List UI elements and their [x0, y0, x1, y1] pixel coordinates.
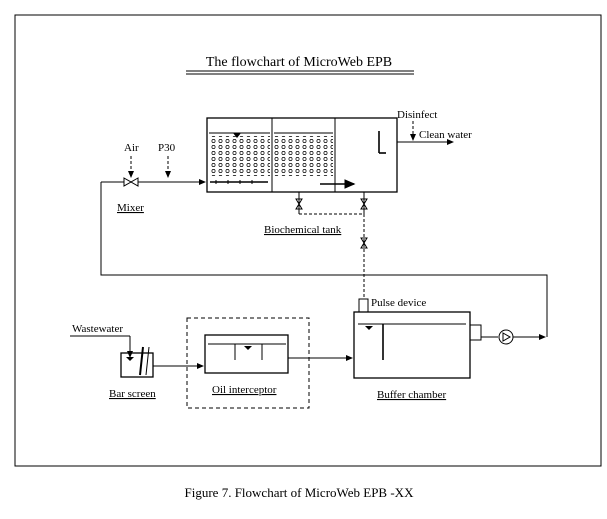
- bar-screen-label: Bar screen: [109, 388, 156, 400]
- oil-interceptor-dashed-box: [186, 317, 310, 409]
- oil-interceptor: [204, 334, 289, 374]
- water-level-icon: [233, 133, 241, 138]
- valve-icon: [295, 192, 303, 214]
- disinfect-label: Disinfect: [397, 109, 437, 121]
- valve-icon: [360, 237, 368, 249]
- buffer-chamber-label: Buffer chamber: [377, 389, 446, 401]
- outer-frame: [14, 14, 602, 467]
- pulse-device-label: Pulse device: [371, 297, 426, 309]
- mixer-label: Mixer: [117, 202, 144, 214]
- buffer-chamber: [353, 298, 546, 379]
- biochemical-tank-label: Biochemical tank: [264, 224, 342, 236]
- mixer-valve-icon: [123, 177, 139, 187]
- air-label: Air: [124, 142, 139, 154]
- valve-icon: [360, 192, 368, 214]
- p30-label: P30: [158, 142, 176, 154]
- figure-caption: Figure 7. Flowchart of MicroWeb EPB -XX: [185, 485, 415, 500]
- clean-water-label: Clean water: [419, 129, 472, 141]
- bar-screen: [120, 346, 154, 378]
- oil-interceptor-label: Oil interceptor: [212, 384, 277, 396]
- return-loop-line: [100, 182, 548, 337]
- biochemical-tank: [206, 117, 454, 193]
- filter-media: [209, 136, 270, 176]
- wastewater-label: Wastewater: [72, 323, 123, 335]
- pulse-device-icon: [358, 298, 369, 313]
- filter-media: [274, 136, 333, 176]
- diagram-title: The flowchart of MicroWeb EPB: [206, 55, 392, 70]
